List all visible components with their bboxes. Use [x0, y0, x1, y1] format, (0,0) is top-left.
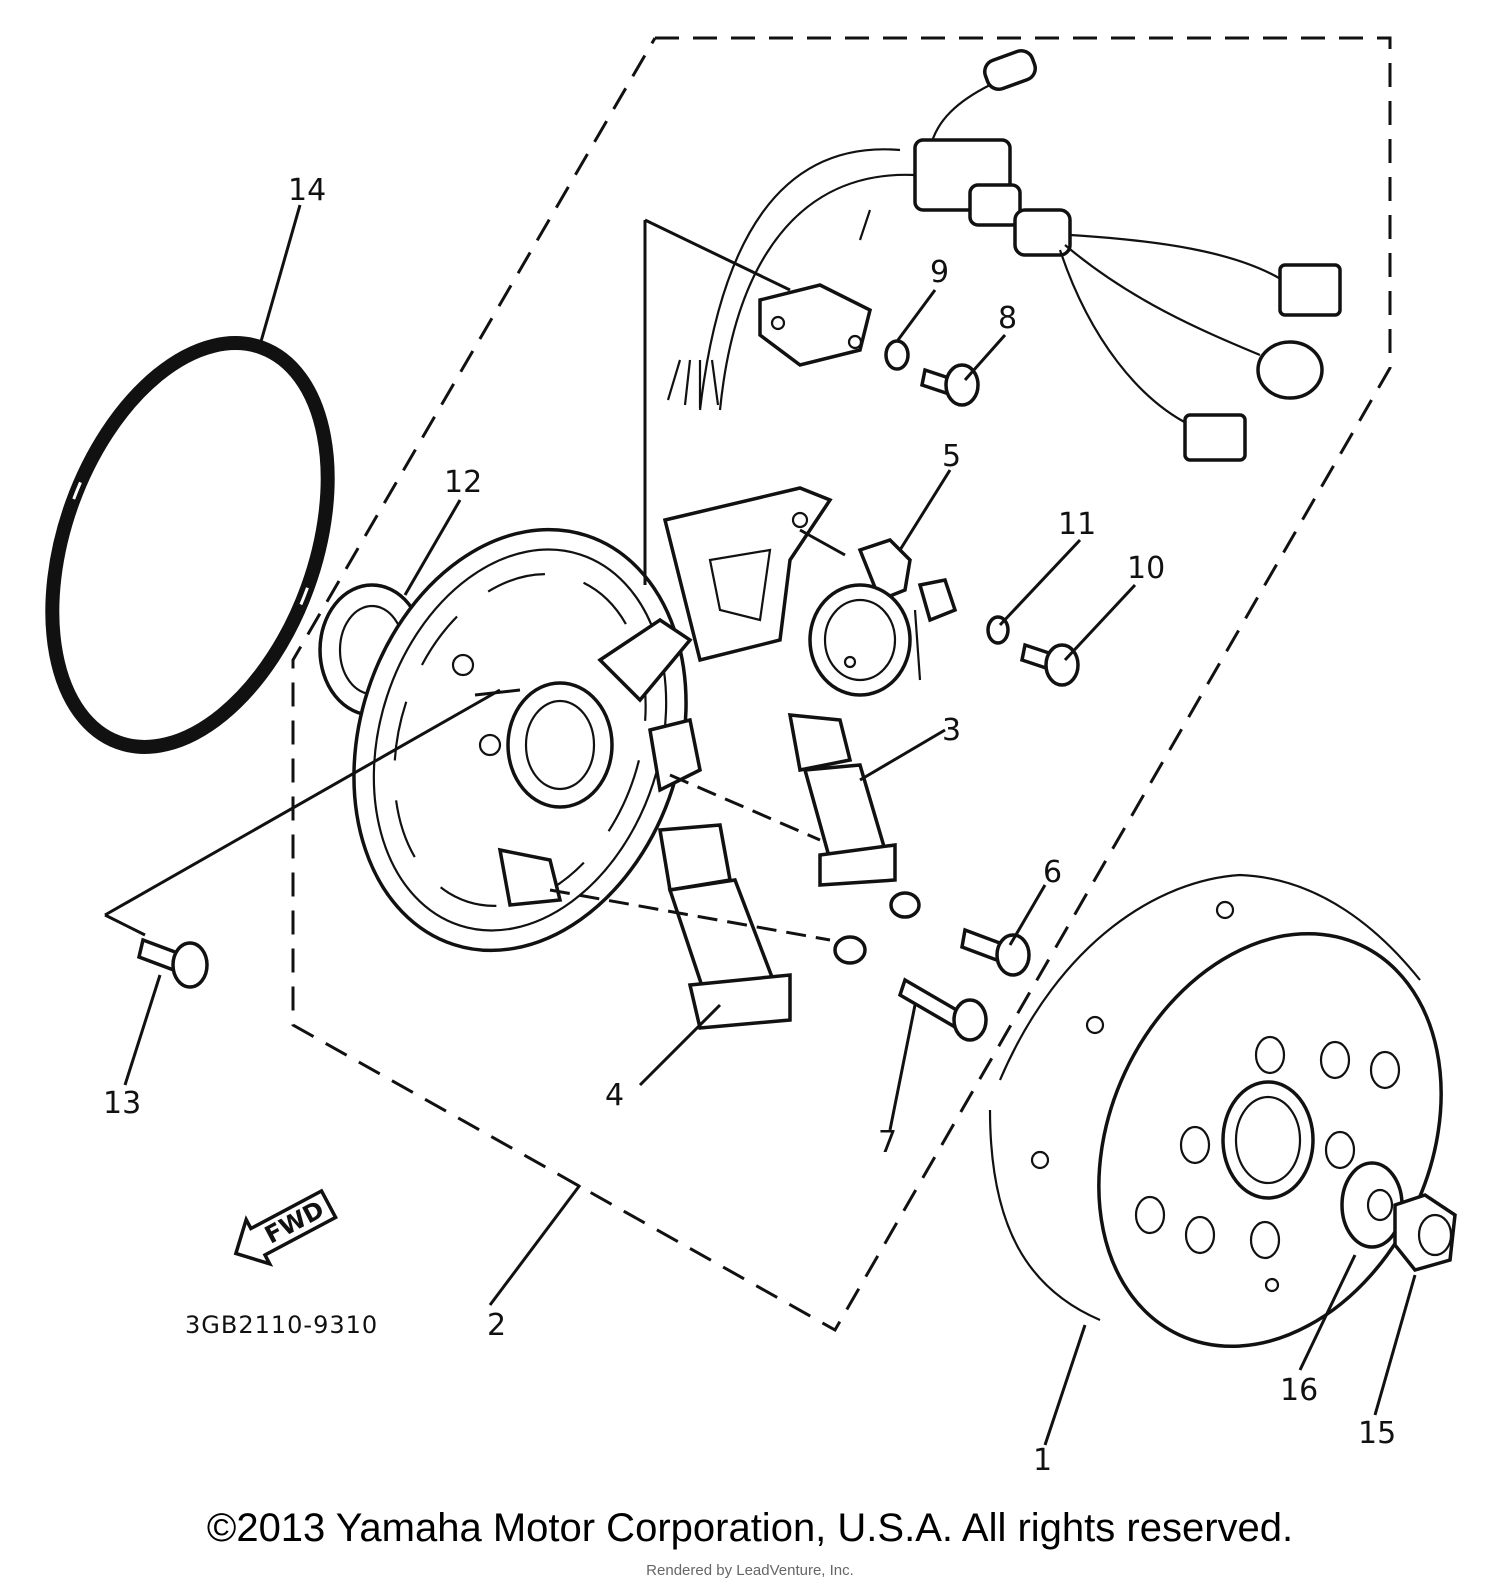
washer-part-16[interactable]	[1340, 1161, 1404, 1249]
callout-4: 4	[605, 1078, 624, 1113]
callout-10: 10	[1127, 551, 1165, 586]
callout-15: 15	[1358, 1416, 1396, 1451]
wire-harness[interactable]	[666, 47, 1342, 462]
lighting-coil-part-4[interactable]	[657, 823, 867, 1030]
callout-16: 16	[1280, 1373, 1318, 1408]
rendered-by-note: Rendered by LeadVenture, Inc.	[646, 1562, 854, 1579]
screw-part-10[interactable]	[1019, 642, 1080, 687]
source-coil-part-3[interactable]	[787, 713, 921, 919]
callout-8: 8	[998, 301, 1017, 336]
copyright-notice: ©2013 Yamaha Motor Corporation, U.S.A. A…	[206, 1506, 1294, 1550]
fwd-label: FWD	[260, 1195, 329, 1249]
screw-part-8-upper[interactable]	[919, 363, 980, 407]
pulser-coil-part-5[interactable]	[808, 537, 922, 697]
callout-14: 14	[288, 173, 326, 208]
stator-plate-part-2[interactable]	[301, 486, 833, 994]
callout-9: 9	[930, 255, 949, 290]
screw-part-13[interactable]	[136, 937, 209, 989]
nut-and-washer-part-11[interactable]	[917, 577, 1010, 645]
callout-5: 5	[942, 439, 961, 474]
callout-11: 11	[1058, 507, 1096, 542]
parts-diagram: FWD 3GB2110-9310 1 2 3 4 5 6 7 8 9 10 11…	[1, 36, 1500, 1478]
callout-2: 2	[487, 1308, 506, 1343]
o-ring-part-14[interactable]	[1, 305, 380, 785]
callout-6: 6	[1043, 855, 1062, 890]
callout-7: 7	[878, 1125, 897, 1160]
nut-part-15[interactable]	[1393, 1193, 1457, 1273]
forward-arrow-icon: FWD	[233, 1188, 338, 1267]
assembly-boundary	[291, 36, 1392, 1333]
screw-part-6[interactable]	[960, 927, 1031, 977]
callout-1: 1	[1033, 1443, 1052, 1478]
rotor-part-1[interactable]	[988, 873, 1500, 1402]
screw-part-7[interactable]	[897, 977, 988, 1042]
washer-part-9[interactable]	[884, 339, 910, 371]
callout-3: 3	[942, 713, 961, 748]
leader-lines	[104, 204, 1417, 1446]
callout-13: 13	[103, 1086, 141, 1121]
callout-12: 12	[444, 465, 482, 500]
diagram-part-code: 3GB2110-9310	[185, 1311, 378, 1339]
pickup-bracket[interactable]	[758, 283, 873, 367]
